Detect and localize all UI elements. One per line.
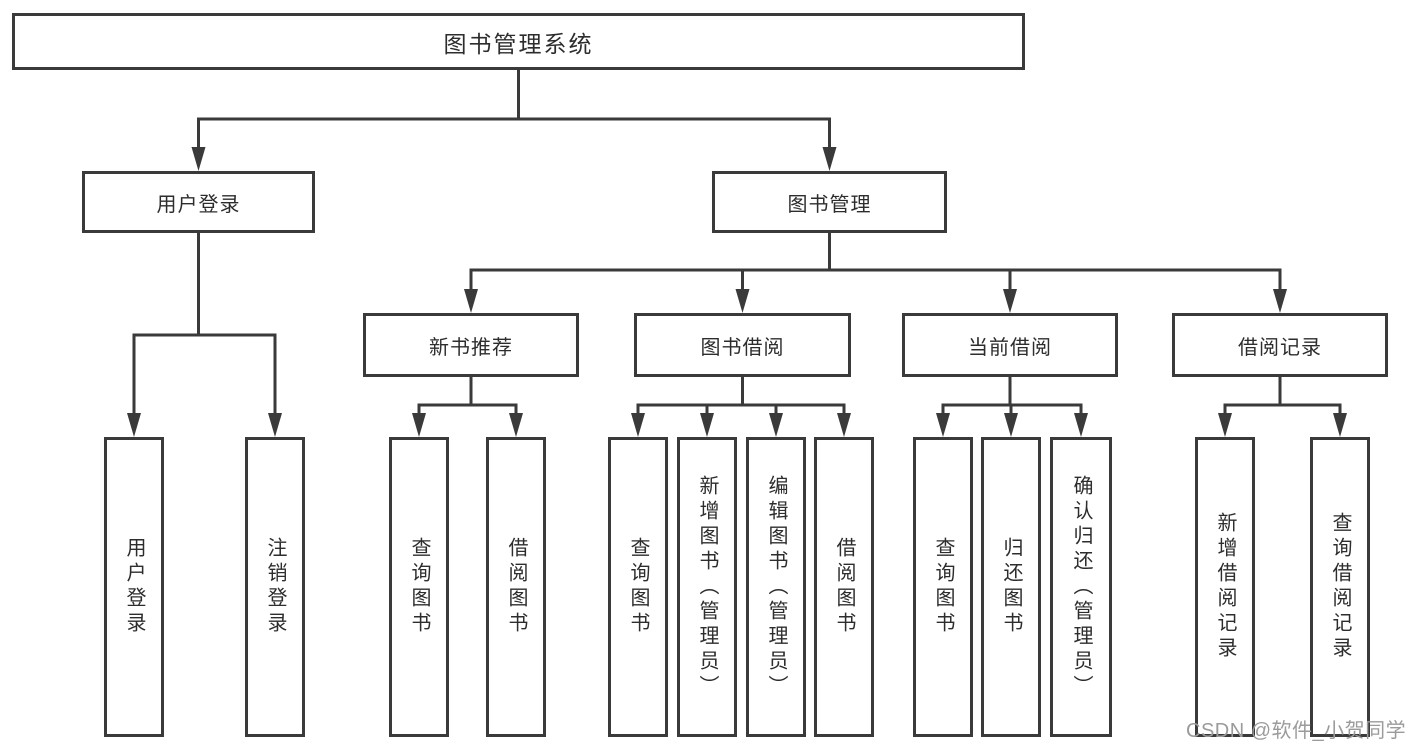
- arrowhead: [700, 413, 714, 437]
- node-book-borrow: 图书借阅: [634, 313, 851, 377]
- connector-new-book-bar: [417, 403, 518, 414]
- leaf-edit-book-admin-label: 编辑图书（管理员）: [765, 474, 787, 700]
- connector-book-borrow-bar: [636, 403, 846, 414]
- node-new-book-recommend: 新书推荐: [363, 313, 579, 377]
- leaf-user-login-label: 用户登录: [123, 537, 145, 637]
- csdn-watermark: CSDN @软件_小贺同学: [1186, 720, 1405, 742]
- node-borrow-record: 借阅记录: [1172, 313, 1388, 377]
- arrowhead: [837, 413, 851, 437]
- leaf-add-borrow-record-label: 新增借阅记录: [1214, 512, 1236, 662]
- leaf-query-book-recommend-label: 查询图书: [408, 537, 430, 637]
- leaf-query-book: 查询图书: [608, 437, 668, 737]
- arrowhead: [1004, 413, 1018, 437]
- arrowhead: [1218, 413, 1232, 437]
- arrowhead: [631, 413, 645, 437]
- leaf-return-book-label: 归还图书: [1000, 537, 1022, 637]
- arrowhead: [412, 413, 426, 437]
- connector-current-borrow-bar: [941, 403, 1083, 414]
- leaf-borrow-book-recommend-label: 借阅图书: [505, 537, 527, 637]
- leaf-add-book-admin: 新增图书（管理员）: [677, 437, 737, 737]
- leaf-borrow-book-recommend: 借阅图书: [486, 437, 546, 737]
- node-book-borrow-label: 图书借阅: [700, 336, 785, 359]
- node-current-borrow: 当前借阅: [902, 313, 1118, 377]
- leaf-confirm-return-admin: 确认归还（管理员）: [1050, 437, 1112, 737]
- arrowhead: [1333, 413, 1347, 437]
- arrowhead: [1273, 289, 1287, 313]
- node-borrow-record-label: 借阅记录: [1238, 336, 1322, 359]
- arrowhead: [735, 289, 750, 313]
- leaf-borrow-book: 借阅图书: [814, 437, 874, 737]
- leaf-borrow-book-label: 借阅图书: [833, 537, 855, 637]
- arrowhead: [936, 413, 950, 437]
- node-book-management: 图书管理: [712, 171, 947, 233]
- connector-borrow-record-bar: [1223, 403, 1342, 414]
- node-user-login-label: 用户登录: [156, 193, 241, 216]
- leaf-edit-book-admin: 编辑图书（管理员）: [746, 437, 806, 737]
- arrowhead: [1003, 289, 1017, 313]
- leaf-add-book-admin-label: 新增图书（管理员）: [696, 474, 718, 700]
- node-root-label: 图书管理系统: [443, 30, 594, 57]
- leaf-query-book-recommend: 查询图书: [389, 437, 449, 737]
- arrowhead: [769, 413, 783, 437]
- leaf-query-book-current-label: 查询图书: [932, 537, 954, 637]
- leaf-logout: 注销登录: [245, 437, 305, 737]
- arrowhead: [822, 147, 837, 171]
- leaf-user-login: 用户登录: [104, 437, 164, 737]
- leaf-logout-label: 注销登录: [264, 537, 286, 637]
- leaf-query-borrow-record: 查询借阅记录: [1310, 437, 1370, 737]
- connector-root-bar: [197, 117, 831, 148]
- arrowhead: [464, 289, 478, 313]
- arrowhead: [268, 413, 282, 437]
- arrowhead: [1074, 413, 1088, 437]
- node-new-book-recommend-label: 新书推荐: [429, 336, 513, 359]
- node-user-login: 用户登录: [82, 171, 315, 233]
- arrowhead: [509, 413, 523, 437]
- leaf-query-borrow-record-label: 查询借阅记录: [1329, 512, 1351, 662]
- leaf-return-book: 归还图书: [981, 437, 1041, 737]
- connector-user-login-bar: [132, 333, 277, 414]
- node-root-system: 图书管理系统: [12, 13, 1025, 70]
- connector-book-mgmt-bar: [469, 268, 1282, 290]
- leaf-confirm-return-admin-label: 确认归还（管理员）: [1070, 474, 1092, 700]
- node-book-management-label: 图书管理: [787, 193, 872, 216]
- leaf-query-book-label: 查询图书: [627, 537, 649, 637]
- leaf-query-book-current: 查询图书: [913, 437, 973, 737]
- arrowhead: [127, 413, 141, 437]
- leaf-add-borrow-record: 新增借阅记录: [1195, 437, 1255, 737]
- arrowhead: [191, 147, 206, 171]
- node-current-borrow-label: 当前借阅: [968, 336, 1052, 359]
